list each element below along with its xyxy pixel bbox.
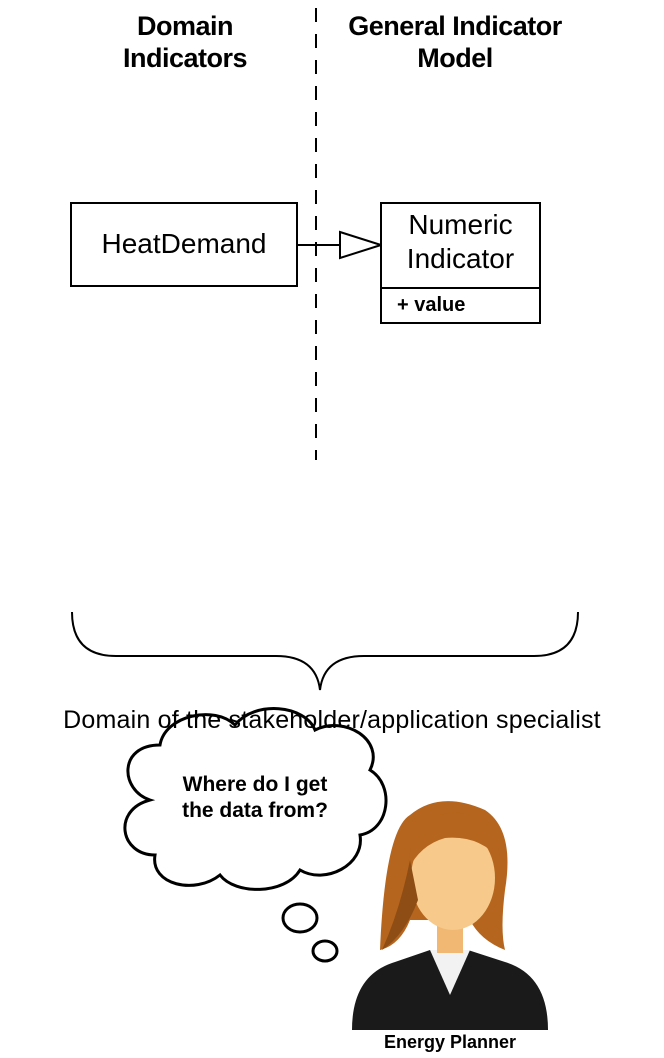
value-attribute: + value — [397, 294, 466, 316]
thought-line: the data from? — [182, 799, 328, 822]
curly-brace — [71, 611, 579, 691]
heading-line: Domain — [136, 11, 234, 41]
energy-planner-avatar-icon — [352, 801, 548, 1030]
energy-planner-label: Energy Planner — [383, 1032, 517, 1052]
heading-line: Model — [417, 43, 493, 73]
thought-bubble-icon — [123, 707, 388, 963]
heat-demand-class-name: HeatDemand — [101, 228, 267, 259]
thought-line: Where do I get — [182, 773, 328, 796]
class-name-line: Numeric — [408, 209, 513, 240]
generalization-arrowhead-icon — [339, 230, 385, 260]
thought-bubble-text: Where do I get the data from? — [140, 772, 370, 824]
general-indicator-model-heading: General Indicator Model — [325, 10, 585, 74]
heat-demand-class-box — [70, 202, 298, 287]
numeric-indicator-class-name: Numeric Indicator — [381, 208, 540, 276]
class-name-line: Indicator — [406, 243, 515, 274]
brace-caption: Domain of the stakeholder/application sp… — [63, 706, 601, 734]
domain-indicators-heading: Domain Indicators — [95, 10, 275, 74]
heading-line: Indicators — [122, 43, 248, 73]
heading-line: General Indicator — [348, 11, 562, 41]
numeric-indicator-class-box — [380, 202, 541, 324]
